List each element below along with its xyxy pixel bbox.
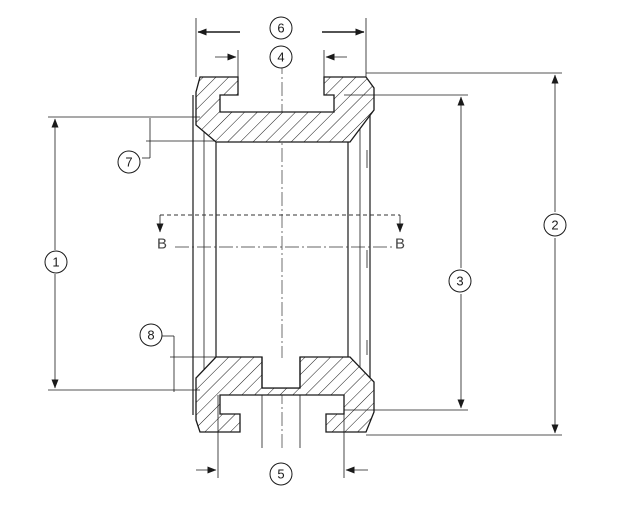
callout-6: 6 <box>269 16 293 40</box>
callout-7-label: 7 <box>125 155 132 170</box>
callout-8-label: 8 <box>147 328 154 343</box>
section-line-b: B B <box>156 214 405 253</box>
dimension-1 <box>48 116 200 391</box>
callout-8: 8 <box>139 323 163 347</box>
callout-1: 1 <box>44 250 68 274</box>
callout-3: 3 <box>448 269 472 293</box>
dimension-8 <box>162 335 216 392</box>
dimension-4 <box>215 50 347 77</box>
dimension-2 <box>366 72 562 436</box>
callout-1-label: 1 <box>52 255 59 270</box>
callout-4: 4 <box>269 45 293 69</box>
callout-2-label: 2 <box>551 218 558 233</box>
callout-6-label: 6 <box>277 21 284 36</box>
section-label-left: B <box>157 236 167 253</box>
callout-3-label: 3 <box>456 274 463 289</box>
dimension-3 <box>344 94 468 411</box>
section-label-right: B <box>395 236 405 253</box>
bottom-section <box>195 356 375 433</box>
callout-7: 7 <box>117 150 141 174</box>
dimension-7 <box>142 118 216 159</box>
top-section <box>195 76 375 143</box>
callout-5: 5 <box>269 462 293 486</box>
callout-4-label: 4 <box>277 50 284 65</box>
centerlines <box>261 60 301 448</box>
callout-5-label: 5 <box>277 467 284 482</box>
bore-outline <box>192 95 371 415</box>
dimension-5 <box>196 395 368 478</box>
callout-2: 2 <box>543 213 567 237</box>
dimension-6 <box>195 18 367 77</box>
